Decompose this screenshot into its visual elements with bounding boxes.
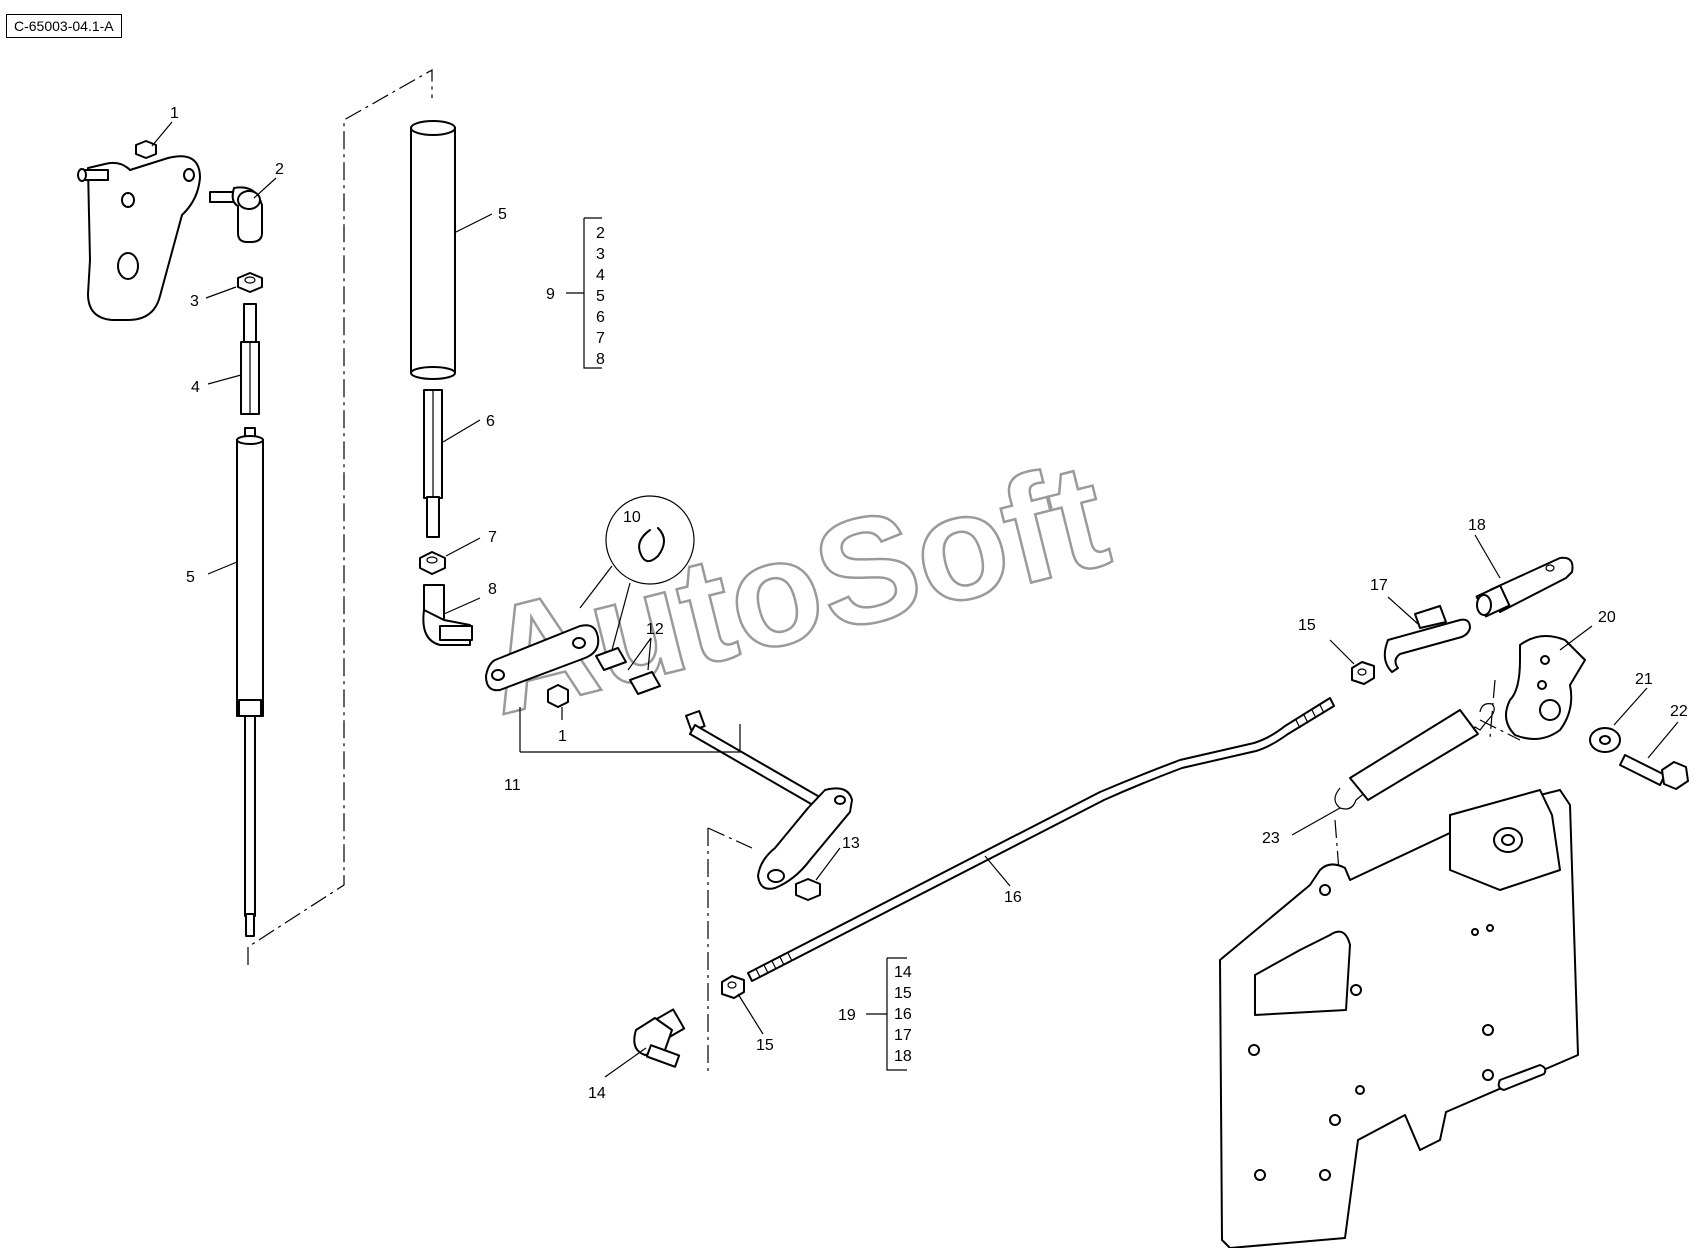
threaded-rod-4 bbox=[240, 303, 260, 415]
lever-shaft bbox=[685, 710, 853, 890]
kit-9-item: 3 bbox=[596, 246, 605, 263]
kit-9-item: 5 bbox=[596, 288, 605, 305]
kit-9-item: 2 bbox=[596, 225, 605, 242]
callout-11: 11 bbox=[504, 777, 521, 794]
control-rod-16 bbox=[747, 697, 1335, 982]
callout-20: 20 bbox=[1598, 609, 1616, 626]
callout-21: 21 bbox=[1635, 671, 1653, 688]
kit-9-group: 9 2 3 4 5 6 7 8 bbox=[546, 217, 605, 369]
diagram-id-label: C-65003-04.1-A bbox=[6, 14, 122, 38]
kit-19-item: 15 bbox=[894, 985, 912, 1002]
nut-15-upper bbox=[1351, 661, 1375, 685]
kit-9-number: 9 bbox=[546, 286, 555, 303]
callout-17: 17 bbox=[1370, 577, 1388, 594]
callout-5-upper: 5 bbox=[498, 206, 507, 223]
spring-23 bbox=[1334, 703, 1495, 810]
snap-ring-detail bbox=[579, 495, 695, 651]
callout-18: 18 bbox=[1468, 517, 1486, 534]
bolt-22 bbox=[1619, 754, 1689, 790]
hex-spacer-6 bbox=[423, 389, 443, 538]
kit-9-item: 6 bbox=[596, 309, 605, 326]
callout-2: 2 bbox=[275, 161, 284, 178]
kit-9-item: 4 bbox=[596, 267, 605, 284]
clevis-18 bbox=[1475, 556, 1574, 618]
nut-13 bbox=[795, 878, 821, 901]
link-plate-11 bbox=[485, 624, 661, 708]
cam-plate-20 bbox=[1505, 635, 1586, 740]
callout-labels: 1 2 3 4 5 5 6 7 8 10 12 1 11 13 14 15 15… bbox=[170, 105, 1688, 1102]
callout-22: 22 bbox=[1670, 703, 1688, 720]
kit-9-item: 8 bbox=[596, 351, 605, 368]
callout-14: 14 bbox=[588, 1085, 606, 1102]
nut-3 bbox=[237, 272, 263, 293]
callout-15-lower: 15 bbox=[756, 1037, 774, 1054]
callout-5-lower: 5 bbox=[186, 569, 195, 586]
kit-19-item: 14 bbox=[894, 964, 912, 981]
upper-bracket-plate bbox=[77, 140, 201, 321]
callout-12: 12 bbox=[646, 621, 664, 638]
kit-19-number: 19 bbox=[838, 1007, 856, 1024]
ball-joint-upper bbox=[209, 186, 263, 243]
kit-19-group: 19 14 15 16 17 18 bbox=[838, 957, 912, 1071]
callout-15-upper: 15 bbox=[1298, 617, 1316, 634]
callout-10: 10 bbox=[623, 509, 641, 526]
kit-19-item: 18 bbox=[894, 1048, 912, 1065]
callout-13: 13 bbox=[842, 835, 860, 852]
callout-3: 3 bbox=[190, 293, 199, 310]
callout-23: 23 bbox=[1262, 830, 1280, 847]
callout-1: 1 bbox=[170, 105, 179, 122]
ball-joint-14 bbox=[633, 1008, 686, 1068]
nut-15-lower bbox=[721, 975, 745, 999]
callout-4: 4 bbox=[191, 379, 200, 396]
clip-17 bbox=[1383, 605, 1471, 673]
leader-lines bbox=[151, 121, 1679, 1078]
callout-1-lower: 1 bbox=[558, 728, 567, 745]
washer-21 bbox=[1589, 727, 1621, 753]
callout-8: 8 bbox=[488, 581, 497, 598]
nut-7 bbox=[419, 551, 446, 575]
callout-7: 7 bbox=[488, 529, 497, 546]
ball-joint-8 bbox=[422, 584, 473, 646]
callout-16: 16 bbox=[1004, 889, 1022, 906]
gas-strut-lower bbox=[236, 427, 264, 937]
kit-9-item: 7 bbox=[596, 330, 605, 347]
tube-upper bbox=[410, 120, 456, 380]
kit-19-item: 17 bbox=[894, 1027, 912, 1044]
callout-6: 6 bbox=[486, 413, 495, 430]
kit-19-item: 16 bbox=[894, 1006, 912, 1023]
mounting-plate bbox=[1219, 789, 1579, 1248]
